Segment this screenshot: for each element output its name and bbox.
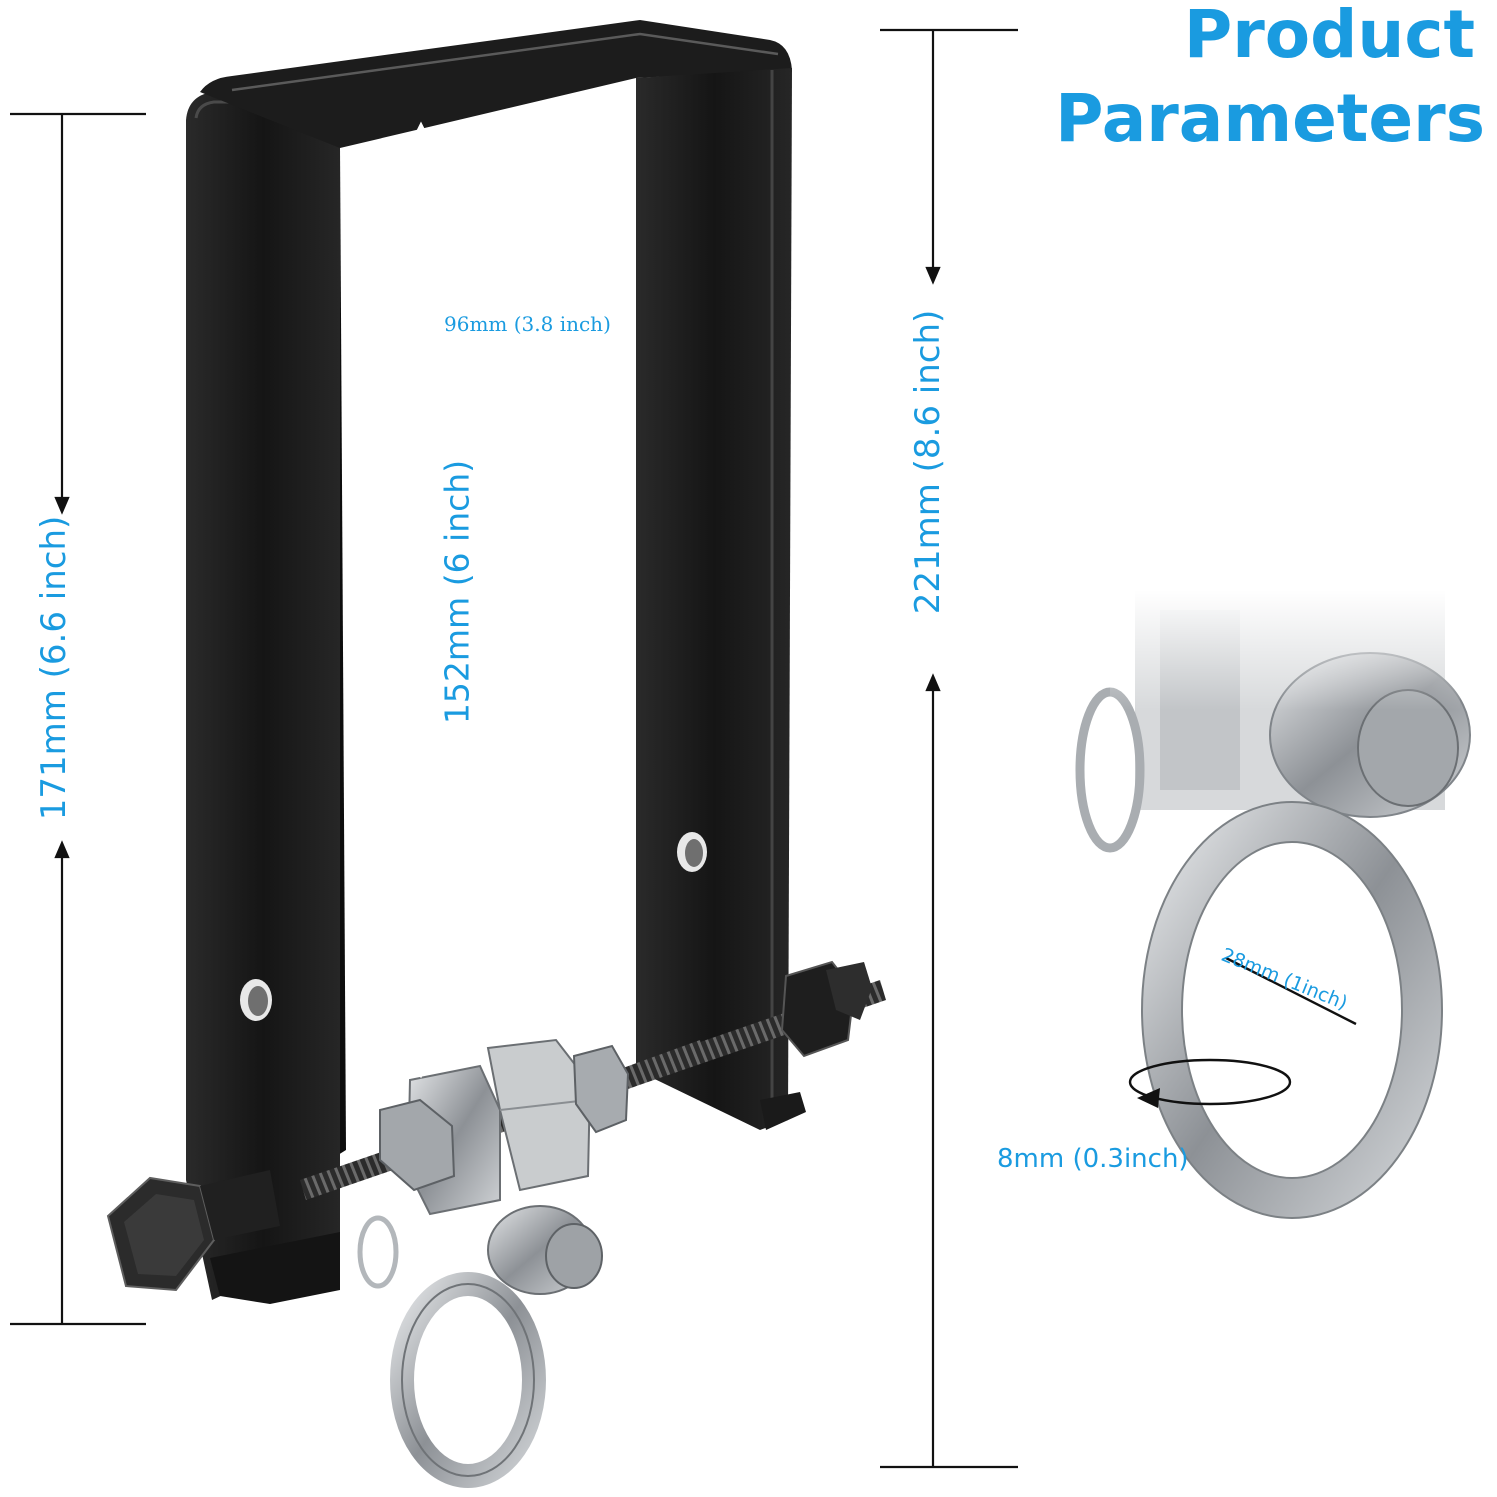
dimension-lines bbox=[10, 28, 1018, 1469]
inner-dimension-lines bbox=[346, 121, 634, 1079]
dimension-label-total-height: 221mm (8.6 inch) bbox=[908, 309, 948, 615]
shackle-closeup bbox=[1075, 590, 1471, 1219]
page-title-line-2: Parameters bbox=[1055, 80, 1485, 157]
bolt-assembly bbox=[106, 960, 886, 1488]
dimension-label-overall-height: 171mm (6.6 inch) bbox=[34, 515, 74, 821]
page-title-line-1: Product bbox=[1183, 0, 1475, 73]
u-bracket bbox=[186, 20, 806, 1304]
dimension-label-inner-height: 152mm (6 inch) bbox=[437, 459, 477, 725]
dimension-label-inner-width: 96mm (3.8 inch) bbox=[444, 312, 611, 336]
dimension-label-ring-thickness: 8mm (0.3inch) bbox=[997, 1144, 1189, 1174]
